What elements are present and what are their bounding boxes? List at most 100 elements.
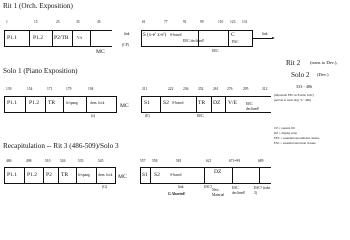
recap-measure-671: 671=99	[229, 159, 241, 163]
recap-divider	[232, 167, 233, 184]
solo1-divider	[196, 96, 197, 113]
recap-frtspang: fr/spang	[78, 173, 90, 177]
solo1-measure-236: 236	[183, 87, 189, 91]
recap-p2: P2	[46, 172, 52, 178]
solo1-tr: TR	[48, 100, 56, 106]
recap-measure-557: 557	[140, 159, 146, 163]
recap-title: Recapitulation -- Rit 3 (486-509)/Solo 3	[3, 142, 119, 150]
rit2-note-2: (arrival at tonic maj. "L" 466)	[274, 98, 311, 102]
rit1-pac: PAC	[232, 40, 239, 44]
rit1-measure-131: 131	[242, 20, 248, 24]
rit1-ve: V/e	[77, 36, 83, 40]
rit1-arrow	[253, 37, 275, 39]
solo1-measure-139: 139	[6, 87, 12, 91]
recap-measure-498: 498	[26, 159, 32, 163]
solo1-measure-276: 276	[227, 87, 233, 91]
rit1-mc: MC	[96, 49, 105, 55]
rit1-link2: link	[262, 32, 268, 36]
recap-secondary-box	[140, 167, 271, 184]
rit1-measure-77: 77	[164, 20, 168, 24]
solo1-dz: DZ	[213, 100, 221, 106]
recap-p12: P1.2	[27, 172, 38, 178]
recap-divider	[96, 167, 97, 184]
rit1-p12: P1.2	[33, 35, 44, 41]
recap-divider	[115, 167, 116, 184]
solo1-measure-179: 179	[66, 87, 72, 91]
recap-new-material: New Material	[212, 188, 225, 197]
rit1-divider	[228, 30, 229, 47]
recap-measure-486: 486	[6, 159, 12, 163]
recap-aborted: G Aborted!	[168, 192, 186, 196]
rit1-link: link	[124, 32, 130, 36]
recap-measure-558: 558	[152, 159, 158, 163]
recap-p11: P1.1	[7, 172, 18, 178]
recap-esc-declined: ESC declined!	[232, 186, 246, 195]
solo1-measure-261: 261	[213, 87, 219, 91]
rit1-divider	[90, 30, 91, 47]
rit1-divider	[72, 30, 73, 47]
recap-esc1: ESC?	[204, 185, 213, 189]
solo1-measure-295: 295	[243, 87, 249, 91]
recap-measure-545: 545	[98, 159, 104, 163]
solo1-tr2: TR	[198, 100, 206, 106]
recap-tr: TR	[61, 172, 69, 178]
recap-measure-535: 535	[78, 159, 84, 163]
recap-primary-box	[4, 167, 115, 184]
rit2-range: 333 - 486	[296, 84, 313, 89]
solo1-primary-box	[4, 96, 116, 113]
solo1-measure-171: 171	[47, 87, 53, 91]
rit1-cp: (CP)	[122, 43, 129, 47]
rit1-measure-123: 123	[230, 20, 236, 24]
recap-esc-take3: ESC? (take 3)	[254, 186, 271, 195]
solo1-measure-252: 252	[198, 87, 204, 91]
solo1-ve: V/E	[228, 100, 238, 106]
rit1-eec: EEC	[212, 49, 219, 53]
rit1-measure-25: 25	[56, 20, 60, 24]
solo1-divider	[86, 96, 87, 113]
rit1-sbased: S-based	[170, 33, 182, 37]
rit1-measure-91: 91	[183, 20, 187, 24]
rit1-title: Rit 1 (Orch. Exposition)	[3, 2, 73, 10]
recap-divider	[24, 167, 25, 184]
solo1-measure-194: 194	[88, 87, 94, 91]
rit1-primary-box	[4, 30, 112, 47]
rit2-trans: (trans to Dev.),	[310, 60, 338, 65]
recap-domlock: dom. lock	[98, 173, 113, 177]
rit1-measure-15: 15	[34, 20, 38, 24]
recap-link: link	[178, 185, 184, 189]
rit1-measure-61: 61	[142, 20, 146, 24]
solo1-divider	[63, 96, 64, 113]
solo1-s2: S2	[163, 100, 169, 106]
solo1-measure-312: 312	[262, 87, 268, 91]
solo1-divider	[211, 96, 212, 113]
solo1-s1: S1	[144, 100, 150, 106]
recap-measure-526: 526	[60, 159, 66, 163]
legend-dz: DZ = display zone	[274, 131, 297, 135]
solo1-measure-222: 222	[168, 87, 174, 91]
rit1-divider	[29, 30, 30, 47]
solo1-divider	[160, 96, 161, 113]
rit1-p11: P1.1	[7, 35, 18, 41]
solo1-title: Solo 1 (Piano Exposition)	[3, 67, 78, 75]
recap-mc: MC	[118, 174, 127, 180]
recap-dz: DZ	[214, 169, 222, 175]
legend-cp: CP = caesura fill	[274, 126, 295, 130]
solo1-measure-211: 211	[142, 87, 148, 91]
rit1-s: S (x-e' x-e')	[143, 33, 167, 38]
solo1-e2: (E)	[145, 114, 150, 118]
rit1-divider	[52, 30, 53, 47]
solo1-divider	[25, 96, 26, 113]
solo1-divider	[225, 96, 226, 113]
recap-divider	[43, 167, 44, 184]
recap-divider	[204, 167, 205, 184]
recap-divider	[76, 167, 77, 184]
recap-divider	[150, 167, 151, 184]
recap-sbased: S-based	[170, 173, 182, 177]
rit1-measure-45: 45	[97, 20, 101, 24]
recap-s1: S1	[142, 172, 148, 178]
recap-measure-581: 581	[176, 159, 182, 163]
rit1-eec-declined: EEC declined!	[183, 39, 205, 43]
rit1-secondary-box	[141, 30, 253, 47]
solo1-p11: P1.1	[7, 100, 18, 106]
solo1-sbased: S-based	[172, 101, 184, 105]
